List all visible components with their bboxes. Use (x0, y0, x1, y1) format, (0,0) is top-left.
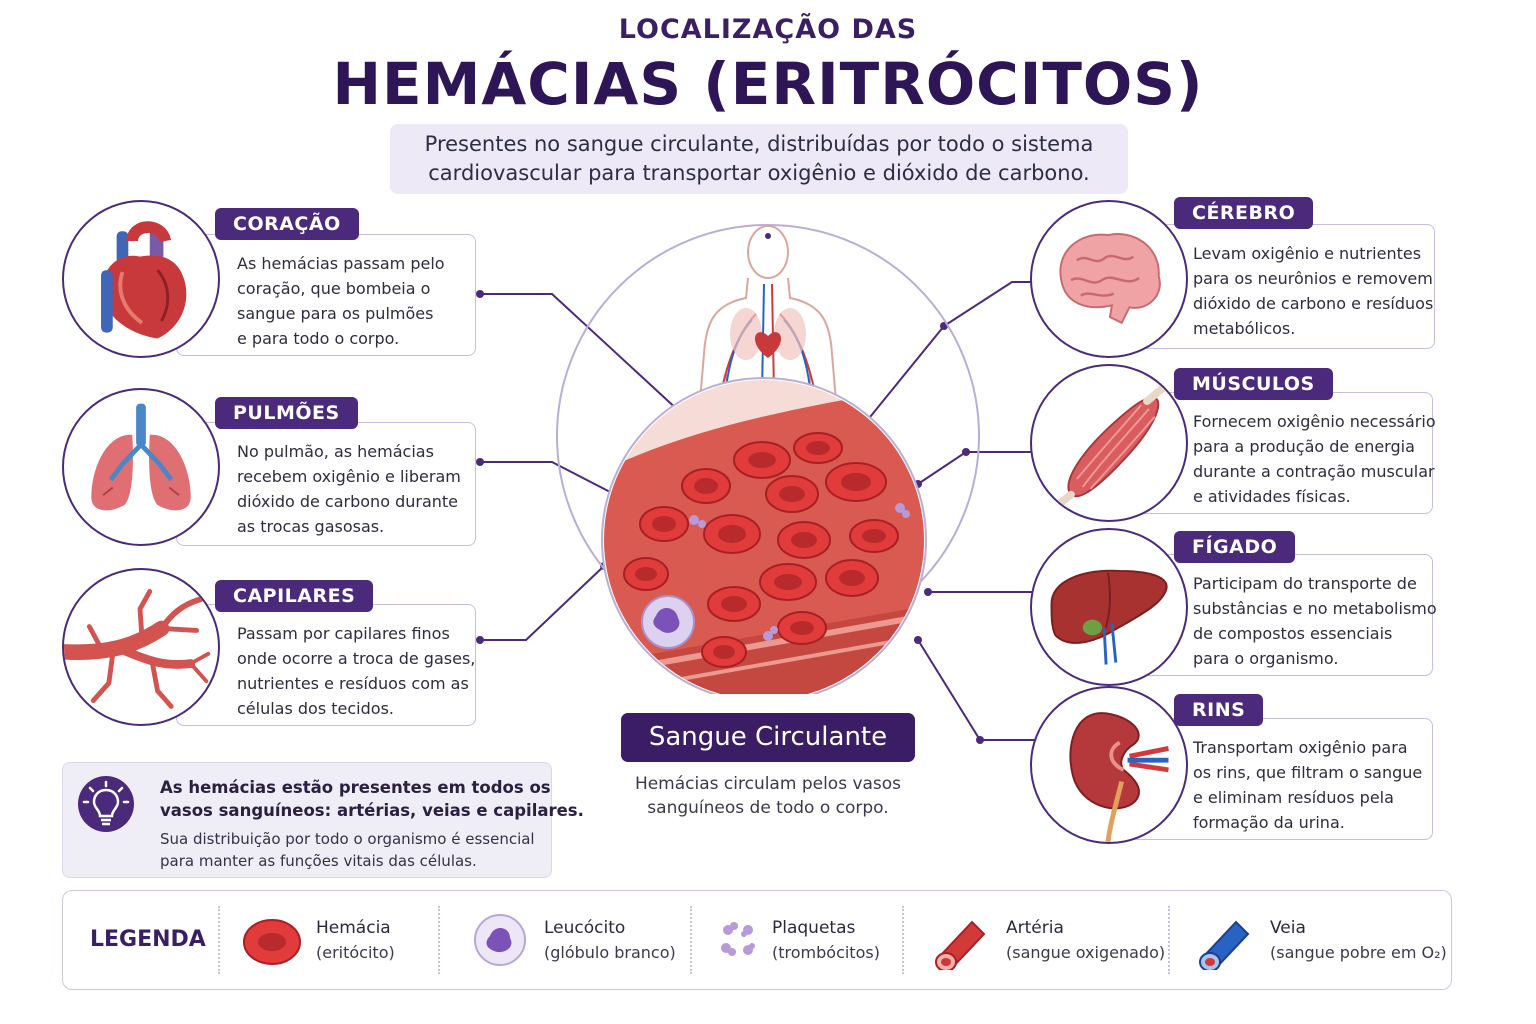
brain-label: CÉREBRO (1174, 197, 1314, 229)
legend-sub: (eritócito) (316, 943, 395, 962)
card-line: substâncias e no metabolismo (1193, 599, 1437, 618)
lightbulb-icon (78, 776, 134, 832)
card-line: dióxido de carbono e resíduos (1193, 294, 1434, 313)
card-line: os rins, que filtram o sangue (1193, 763, 1423, 782)
capillaries-icon (62, 568, 220, 726)
kidney-icon (1030, 686, 1188, 844)
legend-sub: (trombócitos) (772, 943, 880, 962)
card-line: nutrientes e resíduos com as (237, 674, 469, 693)
card-line: Participam do transporte de (1193, 574, 1417, 593)
brain-icon (1030, 200, 1188, 358)
card-line: Passam por capilares finos (237, 624, 450, 643)
card-line: metabólicos. (1193, 319, 1296, 338)
legend-sub: (sangue pobre em O₂) (1270, 943, 1447, 962)
card-line: recebem oxigênio e liberam (237, 467, 461, 486)
tip-heading: As hemácias estão presentes em todos os … (160, 776, 584, 822)
muscle-label: MÚSCULOS (1174, 368, 1333, 400)
card-line: formação da urina. (1193, 813, 1345, 832)
card-line: para o organismo. (1193, 649, 1339, 668)
legend-sub: (sangue oxigenado) (1006, 943, 1166, 962)
card-line: Transportam oxigênio para (1193, 738, 1408, 757)
subtitle-line: Presentes no sangue circulante, distribu… (424, 132, 1094, 156)
card-line: coração, que bombeia o (237, 279, 431, 298)
heart-label: CORAÇÃO (215, 208, 359, 240)
legend-divider (218, 906, 220, 974)
card-line: No pulmão, as hemácias (237, 442, 434, 461)
card-line: e eliminam resíduos pela (1193, 788, 1394, 807)
capillaries-label: CAPILARES (215, 580, 374, 612)
tip-text: Sua distribuição por todo o organismo é … (160, 828, 535, 872)
body-and-blood-illustration (601, 225, 927, 694)
center-desc-line: Hemácias circulam pelos vasos (634, 774, 902, 794)
subtitle-box: Presentes no sangue circulante, distribu… (390, 124, 1128, 194)
center-label: Sangue Circulante (621, 713, 915, 762)
liver-label: FÍGADO (1174, 531, 1296, 563)
legend-divider (690, 906, 692, 974)
legend-sub: (glóbulo branco) (544, 943, 676, 962)
legend-name: Plaquetas (772, 918, 856, 938)
lungs-icon (62, 388, 220, 546)
supertitle: LOCALIZAÇÃO DAS (618, 14, 918, 45)
card-line: Levam oxigênio e nutrientes (1193, 244, 1422, 263)
card-line: para os neurônios e removem (1193, 269, 1433, 288)
card-line: durante a contração muscular (1193, 462, 1435, 481)
card-line: de compostos essenciais (1193, 624, 1393, 643)
card-line: sangue para os pulmões (237, 304, 434, 323)
card-line: As hemácias passam pelo (237, 254, 445, 273)
artery-icon (926, 910, 990, 972)
page-title: HEMÁCIAS (ERITRÓCITOS) (332, 50, 1204, 118)
card-line: onde ocorre a troca de gases, (237, 649, 476, 668)
muscle-icon (1030, 364, 1188, 522)
card-line: e para todo o corpo. (237, 329, 400, 348)
capillaries-card: Passam por capilares finos onde ocorre a… (176, 604, 476, 726)
card-line: e atividades físicas. (1193, 487, 1351, 506)
card-line: para a produção de energia (1193, 437, 1415, 456)
lungs-card: No pulmão, as hemácias recebem oxigênio … (176, 422, 476, 546)
tip-heading-line: As hemácias estão presentes em todos os (160, 778, 551, 797)
legend-divider (438, 906, 440, 974)
heart-icon (62, 200, 220, 358)
legend-name: Artéria (1006, 918, 1064, 938)
subtitle-line: cardiovascular para transportar oxigênio… (428, 161, 1090, 185)
legend-divider (1168, 906, 1170, 974)
legend-name: Leucócito (544, 918, 626, 938)
legend-title: LEGENDA (90, 927, 206, 952)
center-description: Hemácias circulam pelos vasos sanguíneos… (600, 772, 936, 820)
legend-divider (902, 906, 904, 974)
white-blood-cell-icon (468, 910, 532, 970)
vein-icon (1190, 910, 1254, 972)
tip-text-line: para manter as funções vitais das célula… (160, 852, 477, 870)
kidney-label: RINS (1174, 694, 1264, 726)
heart-card: As hemácias passam pelo coração, que bom… (176, 234, 476, 356)
card-line: as trocas gasosas. (237, 517, 385, 536)
card-line: células dos tecidos. (237, 699, 394, 718)
liver-icon (1030, 528, 1188, 686)
legend-name: Veia (1270, 918, 1306, 938)
center-desc-line: sanguíneos de todo o corpo. (647, 798, 889, 818)
card-line: dióxido de carbono durante (237, 492, 459, 511)
tip-text-line: Sua distribuição por todo o organismo é … (160, 830, 535, 848)
legend-name: Hemácia (316, 918, 391, 938)
platelets-icon (712, 910, 776, 970)
red-blood-cell-icon (240, 910, 304, 970)
tip-heading-line: vasos sanguíneos: artérias, veias e capi… (160, 801, 584, 820)
tip-box (62, 762, 552, 878)
card-line: Fornecem oxigênio necessário (1193, 412, 1436, 431)
lungs-label: PULMÕES (215, 397, 358, 429)
